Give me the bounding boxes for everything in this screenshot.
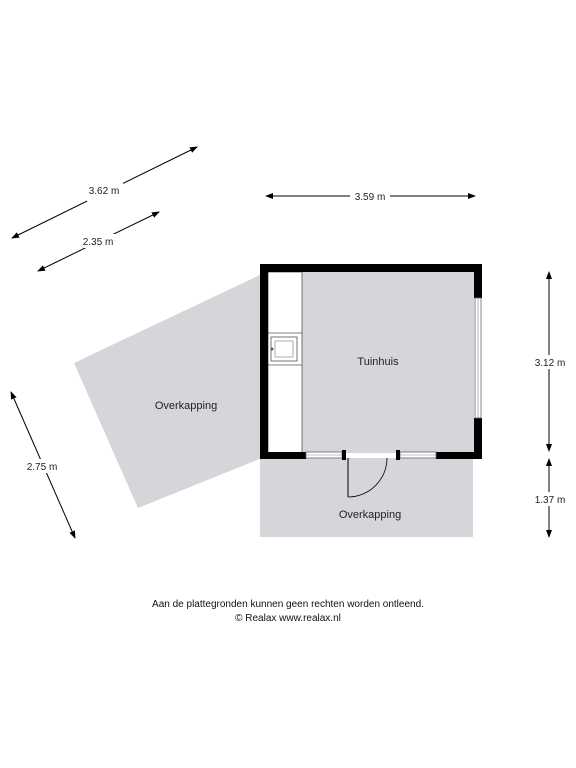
door-post-left <box>342 450 346 460</box>
disclaimer-text: Aan de plattegronden kunnen geen rechten… <box>152 599 424 610</box>
dim-label-3-12: 3.12 m <box>535 358 566 369</box>
wall-right-lower <box>474 418 482 459</box>
wall-right-upper <box>474 264 482 298</box>
dim-label-2-75: 2.75 m <box>27 462 58 473</box>
label-bg <box>350 189 390 203</box>
dim-label-3-62: 3.62 m <box>89 186 120 197</box>
room-label-tuinhuis: Tuinhuis <box>357 356 399 368</box>
counter <box>267 271 303 454</box>
copyright-text: © Realax www.realax.nl <box>235 613 341 624</box>
sink-basin <box>274 340 294 358</box>
label-bg <box>22 459 62 473</box>
label-bg <box>530 355 570 369</box>
wall-left <box>260 264 268 459</box>
dim-label-1-37: 1.37 m <box>535 495 566 506</box>
label-bg <box>82 174 126 206</box>
overkapping-left-area <box>74 274 262 508</box>
overkapping-bottom-area <box>260 458 473 537</box>
wall-bottom-left <box>260 452 306 459</box>
dim-label-2-35: 2.35 m <box>83 237 114 248</box>
dim-label-3-59: 3.59 m <box>355 192 386 203</box>
sink-tap <box>270 347 274 351</box>
room-label-overkapping-left: Overkapping <box>155 400 217 412</box>
wall-bottom-right <box>436 452 482 459</box>
door-swing-arc <box>347 457 388 498</box>
label-bg <box>79 234 117 248</box>
door-post-right <box>396 450 400 460</box>
wall-top <box>260 264 482 272</box>
label-bg <box>530 492 570 506</box>
room-label-overkapping-bottom: Overkapping <box>339 509 401 521</box>
